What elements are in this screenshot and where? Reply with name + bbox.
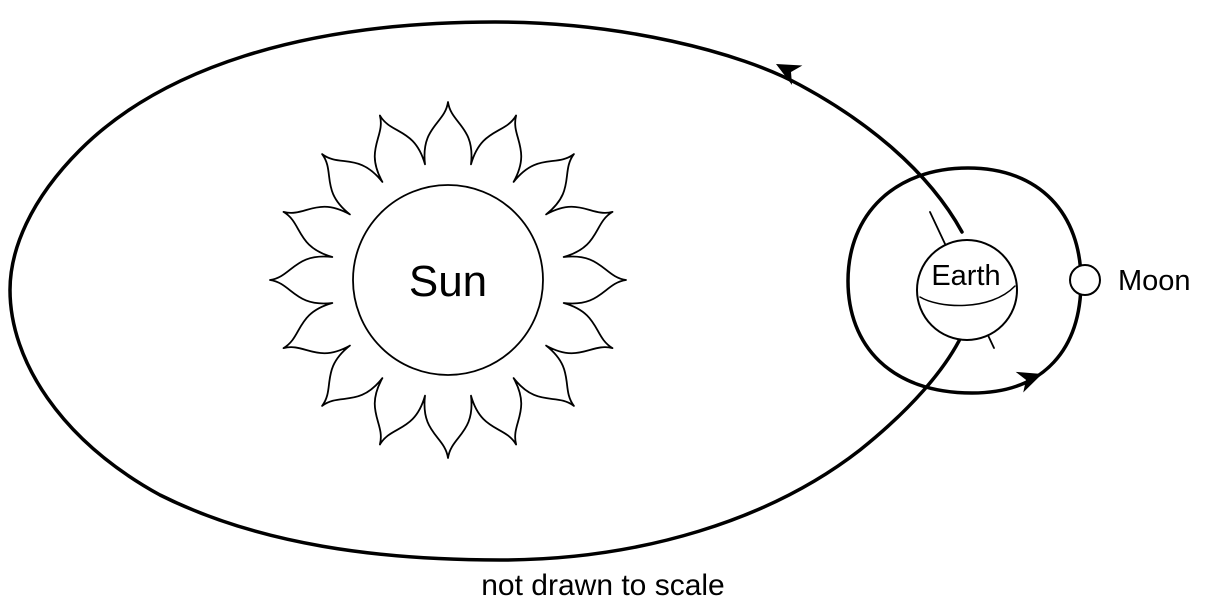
moon: Moon [1069,264,1191,297]
earth-orbit-arrowhead [776,64,803,85]
scale-caption: not drawn to scale [481,569,724,602]
moon-orbit-arrowhead [1015,371,1042,393]
orbit-direction-arrows [776,64,1042,393]
sun: Sun [269,101,627,459]
earth-equator [919,285,1016,307]
moon-label: Moon [1118,265,1191,297]
earth-label: Earth [931,260,1000,292]
earth: Earth [916,211,1018,349]
earth-orbit-path [8,20,964,562]
earth-orbit [8,20,964,562]
moon-body [1069,264,1101,296]
sun-label: Sun [409,257,487,306]
earth-globe [916,239,1018,341]
sun-disk [352,184,544,376]
sun-rays [269,101,627,459]
